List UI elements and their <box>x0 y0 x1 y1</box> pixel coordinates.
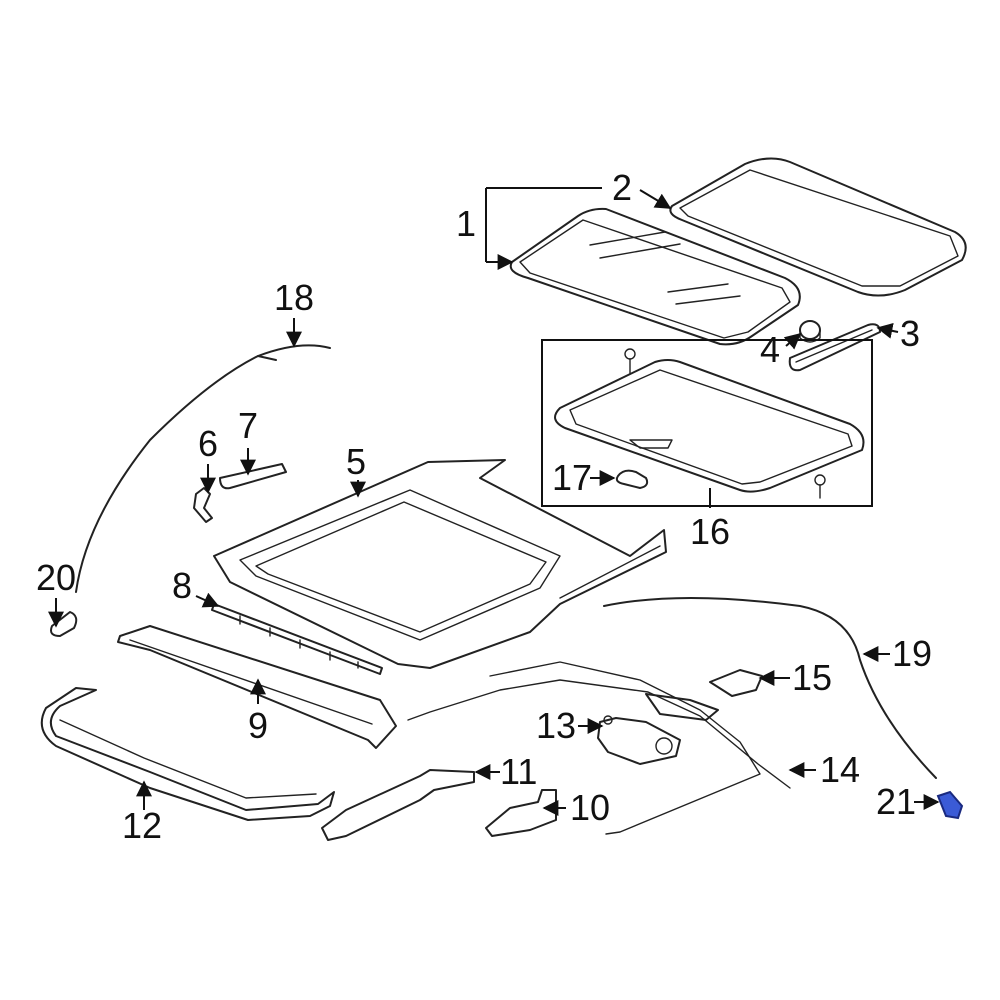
part-15-guide[interactable] <box>709 669 763 697</box>
callout-15[interactable]: 15 <box>792 657 832 698</box>
callout-16[interactable]: 16 <box>690 511 730 552</box>
part-21-connector[interactable] <box>936 790 964 820</box>
callout-12[interactable]: 12 <box>122 805 162 846</box>
callout-18[interactable]: 18 <box>274 277 314 318</box>
callout-5[interactable]: 5 <box>346 441 366 482</box>
part-14-drive-cables[interactable] <box>407 661 791 835</box>
callout-20[interactable]: 20 <box>36 557 76 598</box>
part-10-bracket[interactable] <box>485 789 557 837</box>
callout-4[interactable]: 4 <box>760 329 780 370</box>
callout-2[interactable]: 2 <box>612 167 632 208</box>
part-11-guide-rail[interactable] <box>321 769 475 841</box>
part-16-sunshade[interactable] <box>554 359 865 493</box>
part-20-grommet[interactable] <box>50 611 78 637</box>
leader-lines <box>48 187 940 816</box>
part-16-sunshade-box <box>541 339 873 507</box>
callout-7[interactable]: 7 <box>238 405 258 446</box>
part-1-glass-panel[interactable] <box>509 207 801 346</box>
callout-10[interactable]: 10 <box>570 787 610 828</box>
part-12-drain-frame[interactable] <box>40 687 335 821</box>
callout-17[interactable]: 17 <box>552 457 592 498</box>
part-6-bracket[interactable] <box>193 487 213 523</box>
screw-icon-upper <box>624 348 636 375</box>
part-8-strip[interactable] <box>211 603 383 675</box>
callout-19[interactable]: 19 <box>892 633 932 674</box>
callout-1[interactable]: 1 <box>456 203 476 244</box>
part-13-motor[interactable] <box>597 715 681 765</box>
part-2-glass-seal[interactable] <box>669 157 967 297</box>
callout-6[interactable]: 6 <box>198 423 218 464</box>
screw-icon-lower <box>814 474 826 499</box>
callout-9[interactable]: 9 <box>248 705 268 746</box>
part-18-drain-hose[interactable] <box>75 344 331 593</box>
part-7-bracket[interactable] <box>219 463 287 490</box>
part-17-clip[interactable] <box>615 469 649 489</box>
callout-3[interactable]: 3 <box>900 313 920 354</box>
part-5-frame[interactable] <box>213 459 667 669</box>
callout-11[interactable]: 11 <box>500 751 537 792</box>
part-4-cap[interactable] <box>799 320 821 343</box>
callout-14[interactable]: 14 <box>820 749 860 790</box>
callout-21[interactable]: 21 <box>876 781 916 822</box>
callout-13[interactable]: 13 <box>536 705 576 746</box>
callout-8[interactable]: 8 <box>172 565 192 606</box>
part-3-deflector[interactable] <box>788 323 881 372</box>
part-19-drain-hose[interactable] <box>603 597 937 779</box>
